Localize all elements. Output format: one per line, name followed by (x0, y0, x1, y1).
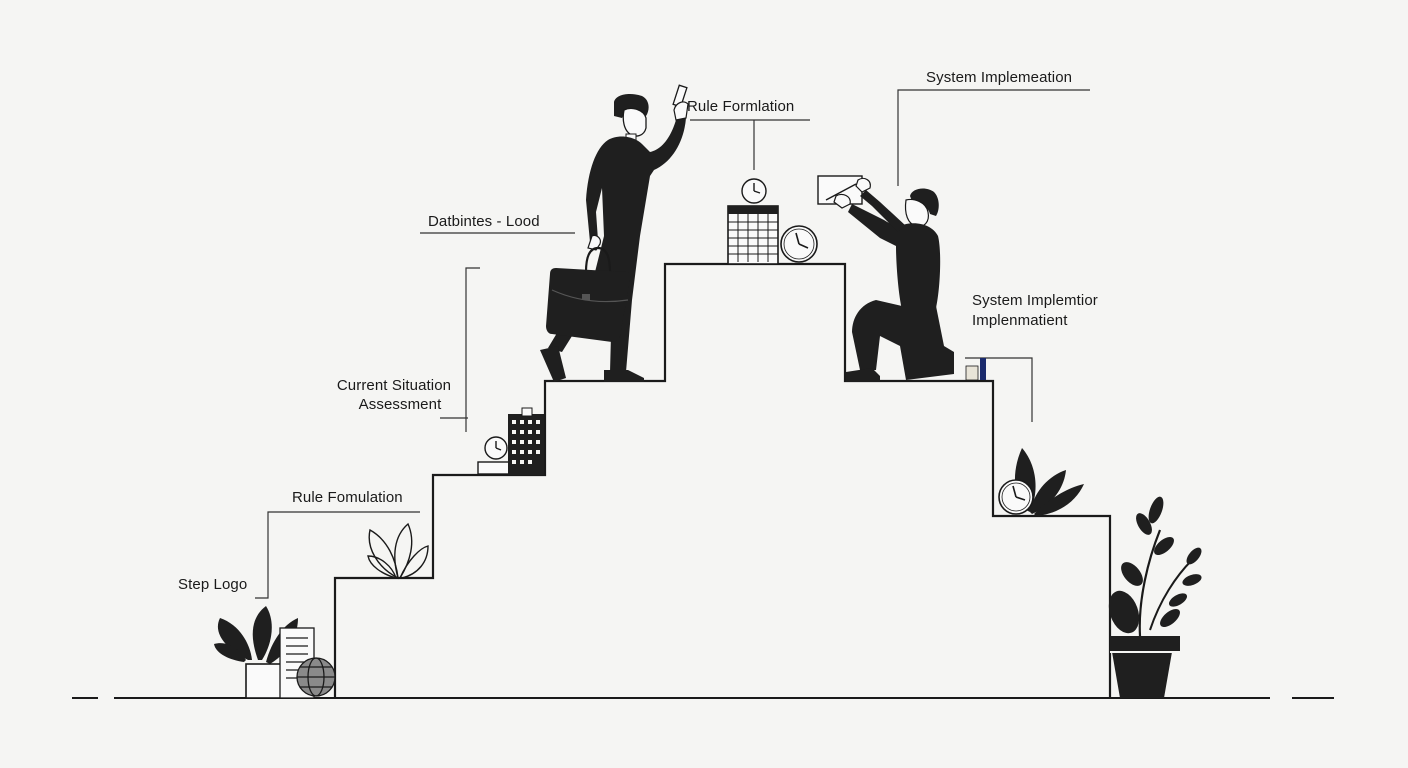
staircase-outline (333, 262, 1112, 698)
top-calendar-icon (727, 205, 779, 265)
label-system-implementation-right-line1: System Implemtior (972, 292, 1098, 309)
kneeling-man-figure (817, 175, 954, 382)
small-tools-icon (965, 358, 986, 381)
globe-icon (296, 657, 336, 697)
top-large-clock-icon (780, 225, 818, 263)
leader-step-logo (255, 511, 420, 599)
label-step-logo: Step Logo (178, 576, 248, 593)
calendar-tower-icon (508, 407, 544, 475)
label-system-implementation-top: System Implemeation (926, 69, 1073, 86)
leader-lines (255, 89, 1090, 599)
leader-system-right (965, 357, 1033, 422)
label-current-situation-line2: Assessment (358, 396, 442, 413)
right-plant-icon (1108, 496, 1202, 698)
leader-system-top (897, 89, 1090, 186)
outline-plant-icon (367, 522, 429, 580)
label-database-load: Datbintes - Lood (428, 213, 540, 230)
leader-database-load (465, 267, 480, 432)
right-clock-icon (998, 479, 1034, 515)
label-rule-formulation-lower: Rule Fomulation (292, 489, 403, 506)
label-current-situation-line1: Current Situation (336, 377, 452, 394)
leader-rule-top (690, 119, 810, 170)
top-clock-icon (741, 178, 767, 204)
label-rule-formulation-top: Rule Formlation (687, 98, 795, 115)
label-system-implementation-right-line2: Implenmatient (972, 312, 1068, 329)
briefcase-icon (546, 246, 631, 342)
